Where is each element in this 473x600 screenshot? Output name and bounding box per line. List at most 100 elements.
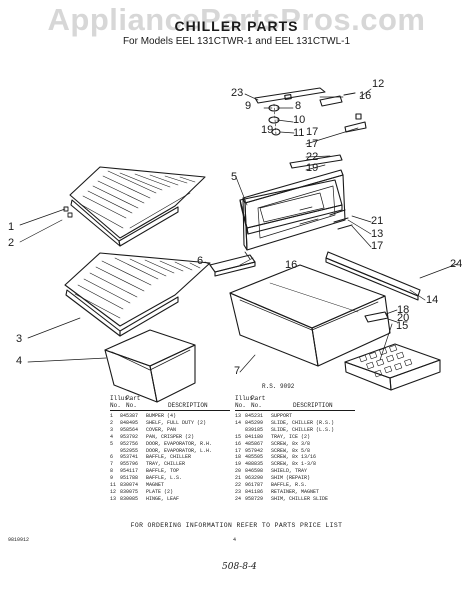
part-number: 830075	[120, 488, 139, 495]
part-number: 952756	[120, 440, 139, 447]
part-description: BAFFLE, TOP	[146, 468, 180, 475]
chiller-door	[242, 169, 346, 251]
illus-number: 11	[110, 482, 117, 489]
illus-number: 17	[235, 447, 242, 454]
part-number: 955796	[120, 461, 139, 468]
callout-24: 24	[450, 258, 463, 270]
callout-19: 19	[306, 162, 319, 174]
part-number: 845299	[245, 419, 264, 426]
part-description: COVER, PAN	[146, 426, 177, 433]
callout-10: 10	[293, 114, 306, 126]
part-description: SLIDE, CHILLER (R.S.)	[271, 419, 335, 426]
part-description: SCREW, 8x 5/8	[271, 447, 311, 454]
part-number: 845387	[120, 413, 139, 419]
callout-9: 9	[245, 100, 252, 112]
callout-6: 6	[197, 255, 204, 267]
part-number: 841186	[245, 488, 264, 495]
callout-17c: 17	[371, 240, 384, 252]
illus-number: 15	[235, 433, 242, 440]
illus-number: 6	[110, 454, 114, 461]
callout-7: 7	[234, 365, 241, 377]
illus-number: 13	[235, 413, 242, 419]
part-number: 846598	[245, 468, 264, 475]
callout-8: 8	[295, 100, 302, 112]
part-number: 488835	[245, 461, 264, 468]
handwritten-note: 508-8-4	[222, 562, 257, 572]
part-description: SCREW, 8x 1-3/8	[271, 461, 317, 468]
part-number: 953741	[120, 454, 139, 461]
callout-22: 22	[306, 151, 319, 163]
part-description: TRAY, ICE (2)	[271, 433, 311, 440]
chiller-slide	[325, 251, 421, 301]
part-description: SCREW, 8x 13/16	[271, 454, 317, 461]
chiller-tray	[229, 264, 391, 367]
part-description: SLIDE, CHILLER (L.S.)	[271, 426, 335, 433]
callout-19b: 19	[261, 124, 274, 136]
corner-code: 9810912	[8, 537, 30, 543]
baffle-rs	[289, 154, 343, 169]
illus-number: 13	[110, 495, 117, 502]
illus-number: 3	[110, 426, 114, 433]
illus-number	[110, 448, 120, 455]
table-row: 3 958564 COVER, PAN	[110, 427, 230, 434]
ice-tray	[344, 343, 441, 391]
illus-number: 19	[235, 461, 242, 468]
part-number: 961787	[245, 482, 264, 489]
illus-number: 14	[235, 419, 242, 426]
bumpers	[63, 206, 73, 218]
part-description: BAFFLE, CHILLER	[146, 454, 192, 461]
watermark: AppliancePartsPros.com	[47, 2, 426, 37]
callout-11: 11	[293, 127, 305, 139]
part-description: HINGE, LEAF	[146, 495, 180, 502]
callout-1: 1	[8, 221, 15, 233]
illus-number: 23	[235, 488, 242, 495]
callout-21: 21	[371, 215, 384, 227]
callout-5: 5	[231, 171, 238, 183]
part-description: SHIELD, TRAY	[271, 468, 308, 475]
illus-number	[235, 427, 245, 434]
table-row: 8 954117 BAFFLE, TOP	[110, 468, 230, 475]
callout-14: 14	[426, 294, 439, 306]
crisper-pan	[104, 329, 196, 403]
part-description: BAFFLE, R.S.	[271, 482, 308, 489]
callout-4: 4	[16, 355, 23, 367]
callout-13: 13	[371, 228, 384, 240]
part-number: 839185	[245, 426, 264, 433]
part-number: 954117	[120, 468, 139, 475]
illus-number: 9	[110, 475, 114, 482]
illus-number: 12	[110, 488, 117, 495]
callout-17: 17	[306, 138, 319, 150]
part-number: 485867	[245, 440, 264, 447]
illus-number: 8	[110, 468, 114, 475]
illus-number: 20	[235, 468, 242, 475]
part-number: 958564	[120, 426, 139, 433]
part-number: 957942	[245, 447, 264, 454]
callout-18: 18	[397, 304, 410, 316]
callout-15: 15	[396, 320, 409, 332]
callout-16: 16	[359, 90, 372, 102]
shelf-top	[69, 166, 206, 247]
callout-17b: 17	[306, 126, 319, 138]
part-description: PLATE (2)	[146, 488, 174, 495]
part-number: 485505	[245, 454, 264, 461]
